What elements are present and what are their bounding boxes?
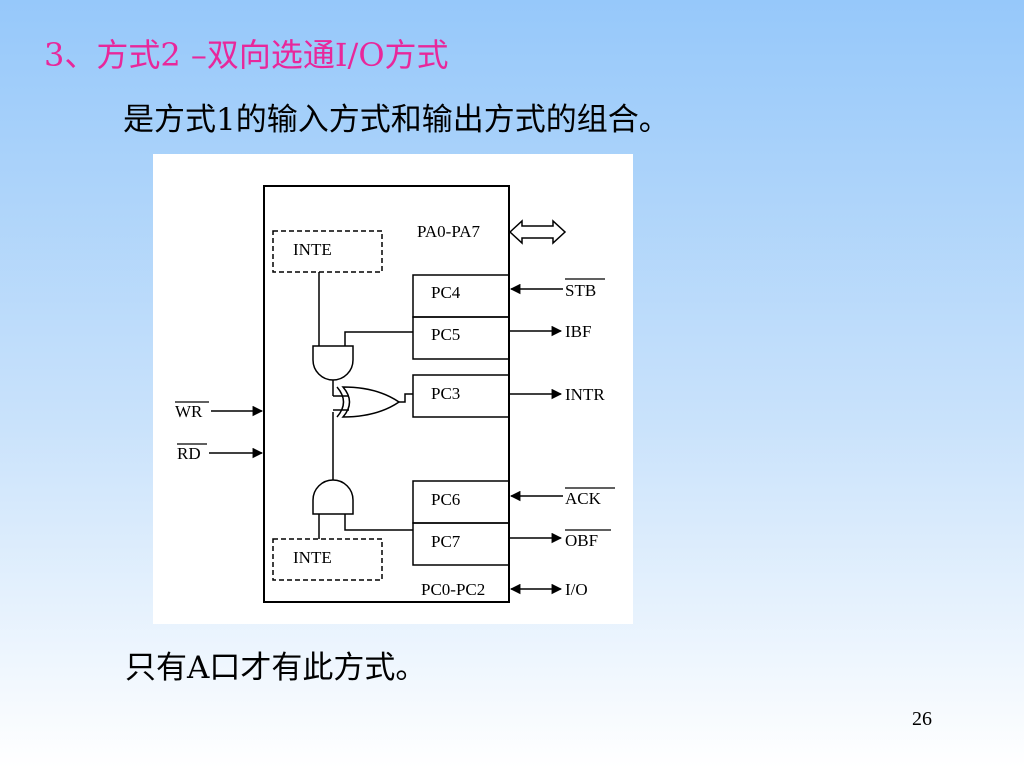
port-a-label: PA0-PA7 bbox=[417, 222, 481, 241]
bidirectional-arrow bbox=[508, 219, 567, 245]
pc5-label: PC5 bbox=[431, 325, 460, 344]
pc7-label: PC7 bbox=[431, 532, 461, 551]
mode2-diagram-svg: INTE INTE PA0-PA7 PC4 PC5 PC3 PC6 PC7 ST… bbox=[175, 185, 615, 603]
slide-title: 3、方式2 –双向选通I/O方式 bbox=[44, 36, 449, 74]
or-gate-inner bbox=[336, 386, 345, 418]
port-c-low-label: PC0-PC2 bbox=[421, 580, 485, 599]
slide-note: 只有A口才有此方式。 bbox=[125, 650, 427, 686]
inte-bottom-box bbox=[272, 538, 383, 581]
ibf-label: IBF bbox=[565, 322, 591, 341]
inte-top-box bbox=[272, 230, 383, 273]
pc5-box bbox=[412, 316, 510, 360]
inte-bottom-label: INTE bbox=[293, 548, 332, 567]
slide-subtitle: 是方式1的输入方式和输出方式的组合。 bbox=[123, 102, 670, 138]
mode2-diagram: INTE INTE PA0-PA7 PC4 PC5 PC3 PC6 PC7 ST… bbox=[153, 154, 633, 624]
intr-label: INTR bbox=[565, 385, 605, 404]
obf-label: OBF bbox=[565, 531, 598, 550]
and-gate-bottom bbox=[312, 479, 354, 515]
or-gate bbox=[341, 386, 401, 418]
pc6-box bbox=[412, 480, 510, 524]
pc3-box bbox=[412, 374, 510, 418]
io-label: I/O bbox=[565, 580, 588, 599]
or-out-to-pc3 bbox=[399, 393, 413, 403]
pc7-to-and bbox=[344, 514, 413, 531]
rd-label: RD bbox=[177, 444, 201, 463]
pc4-label: PC4 bbox=[431, 283, 461, 302]
pc6-label: PC6 bbox=[431, 490, 460, 509]
pc4-box bbox=[412, 274, 510, 318]
wr-label: WR bbox=[175, 402, 203, 421]
inte-top-label: INTE bbox=[293, 240, 332, 259]
ack-label: ACK bbox=[565, 489, 602, 508]
pc3-label: PC3 bbox=[431, 384, 460, 403]
and-gate-top bbox=[312, 345, 354, 381]
page-number: 26 bbox=[912, 708, 932, 730]
pc7-box bbox=[412, 522, 510, 566]
pc5-to-and bbox=[344, 331, 413, 346]
stb-label: STB bbox=[565, 281, 596, 300]
